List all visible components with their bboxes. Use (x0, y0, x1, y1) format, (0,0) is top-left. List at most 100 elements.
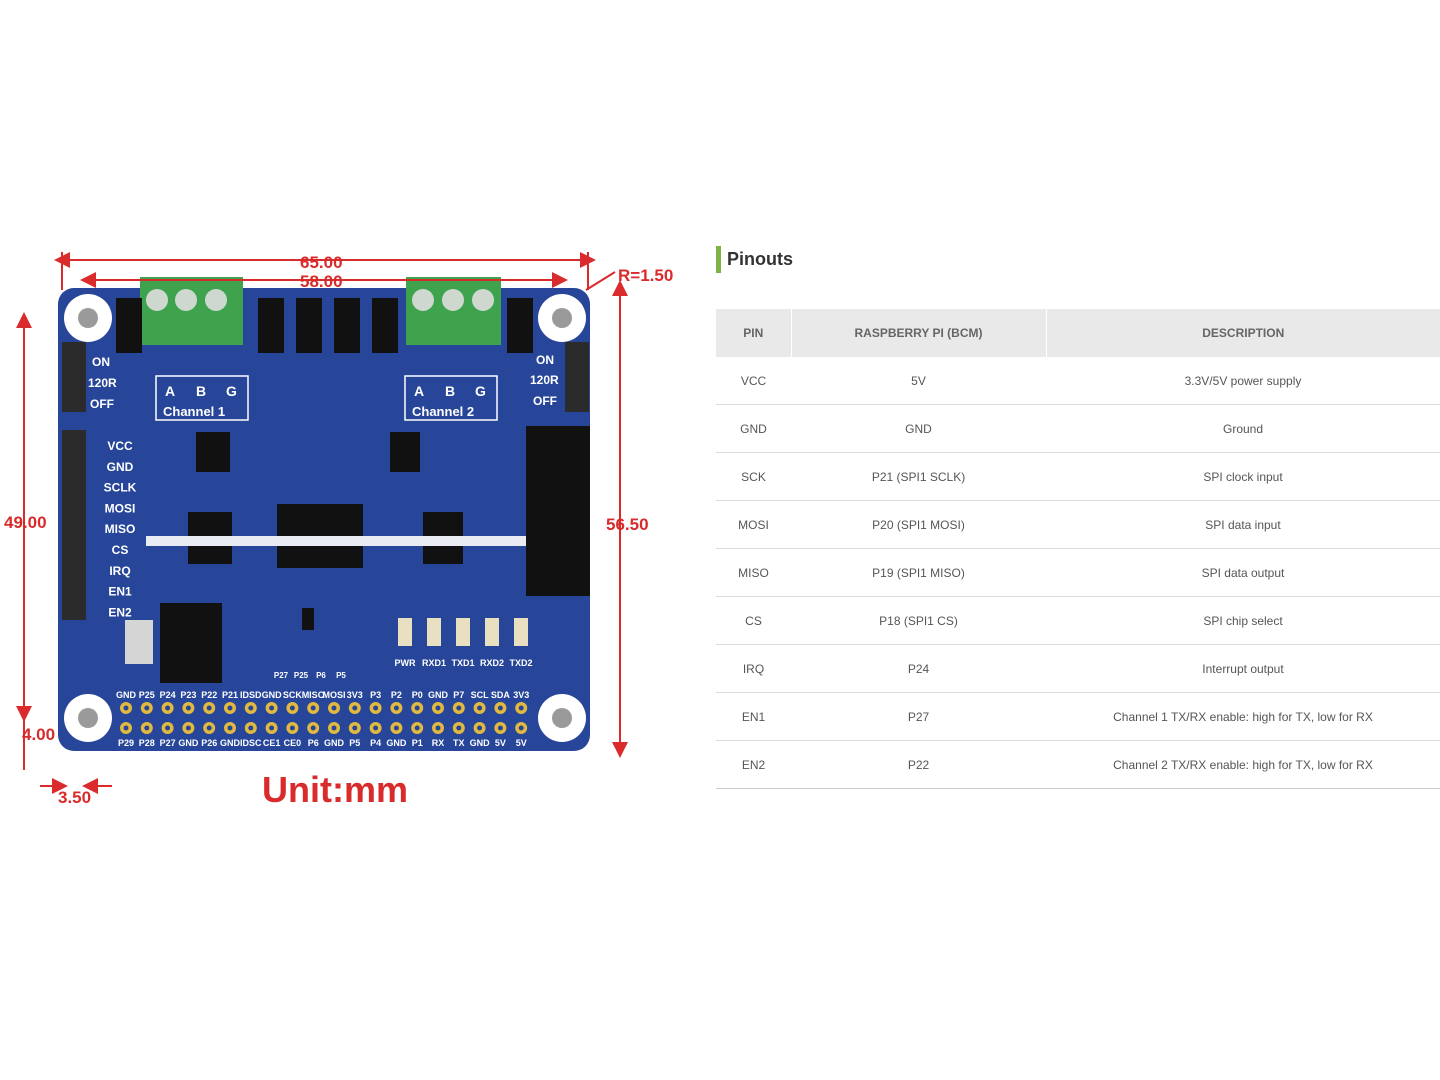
channel-1-term-g: G (226, 383, 237, 399)
gpio-top-label: SCL (471, 690, 490, 700)
cell-bcm: P21 (SPI1 SCLK) (791, 452, 1046, 501)
gpio-pin-hole (518, 705, 524, 711)
channel-1-term-a: A (165, 383, 175, 399)
cell-description: 3.3V/5V power supply (1046, 357, 1440, 405)
gpio-pin-hole (206, 725, 212, 731)
gpio-pin-hole (165, 725, 171, 731)
header-pin: PIN (716, 309, 791, 357)
channel-2-term-a: A (414, 383, 424, 399)
gpio-top-label: MOSI (322, 690, 345, 700)
cell-description: SPI chip select (1046, 596, 1440, 645)
dim-total-height: 56.50 (606, 515, 649, 534)
channel-2-term-b: B (445, 383, 455, 399)
gpio-pin-hole (497, 725, 503, 731)
cell-pin: CS (716, 596, 791, 645)
channel-2-term-g: G (475, 383, 486, 399)
cell-description: Channel 1 TX/RX enable: high for TX, low… (1046, 692, 1440, 741)
gpio-header: GNDP29P25P28P24P27P23GNDP22P26P21GNDIDSD… (116, 690, 529, 748)
gpio-pin-hole (456, 725, 462, 731)
led-label: RXD1 (422, 658, 446, 668)
cell-pin: VCC (716, 357, 791, 405)
gpio-top-label: SDA (491, 690, 511, 700)
cell-bcm: P27 (791, 692, 1046, 741)
dim-total-width: 65.00 (300, 253, 343, 272)
right-switch-label-2: OFF (533, 394, 557, 408)
gpio-bottom-label: 5V (516, 738, 527, 748)
gpio-pin-hole (289, 705, 295, 711)
cell-description: SPI data input (1046, 500, 1440, 549)
test-point-label: P5 (336, 671, 346, 680)
gpio-pin-hole (518, 725, 524, 731)
gpio-bottom-label: 5V (495, 738, 506, 748)
gpio-pin-hole (248, 705, 254, 711)
left-switch-label-0: ON (92, 355, 110, 369)
gpio-bottom-label: GND (386, 738, 407, 748)
cell-bcm: P20 (SPI1 MOSI) (791, 500, 1046, 549)
gpio-top-label: P25 (139, 690, 155, 700)
dim-corner-radius: R=1.50 (618, 266, 673, 285)
side-pin-label: GND (107, 460, 134, 474)
gpio-pin-hole (310, 705, 316, 711)
gpio-pin-hole (185, 725, 191, 731)
led-label: TXD1 (451, 658, 474, 668)
pinouts-title: Pinouts (727, 249, 793, 269)
gpio-top-label: P3 (370, 690, 381, 700)
cell-pin: SCK (716, 452, 791, 501)
dim-offset-bottom: 4.00 (22, 725, 55, 744)
gpio-bottom-label: GND (178, 738, 199, 748)
gpio-bottom-label: P5 (349, 738, 360, 748)
gpio-pin-hole (123, 725, 129, 731)
right-switch-label-1: 120R (530, 373, 559, 387)
gpio-top-label: P22 (201, 690, 217, 700)
led-label: PWR (395, 658, 416, 668)
cell-description: Channel 2 TX/RX enable: high for TX, low… (1046, 740, 1440, 789)
gpio-bottom-label: P29 (118, 738, 134, 748)
header-description: DESCRIPTION (1045, 309, 1440, 357)
left-switch-label-2: OFF (90, 397, 114, 411)
screw-terminal-channel-2 (406, 277, 501, 345)
side-pin-label: IRQ (109, 564, 130, 578)
test-point-label: P25 (294, 671, 309, 680)
gpio-pin-hole (269, 705, 275, 711)
cell-bcm: P24 (791, 644, 1046, 693)
gpio-pin-hole (123, 705, 129, 711)
pinouts-section: Pinouts PIN RASPBERRY PI (BCM) DESCRIPTI… (716, 246, 1440, 789)
left-switch-label-1: 120R (88, 376, 117, 390)
gpio-pin-hole (456, 705, 462, 711)
gpio-bottom-label: P1 (412, 738, 423, 748)
gpio-pin-hole (331, 705, 337, 711)
gpio-bottom-label: P6 (308, 738, 319, 748)
dim-offset-left: 3.50 (58, 788, 91, 807)
cell-bcm: GND (791, 404, 1046, 453)
led-label: TXD2 (509, 658, 532, 668)
gpio-pin-hole (206, 705, 212, 711)
gpio-top-label: GND (116, 690, 137, 700)
gpio-bottom-label: P26 (201, 738, 217, 748)
cell-description: Ground (1046, 404, 1440, 453)
gpio-pin-hole (289, 725, 295, 731)
gpio-pin-hole (310, 725, 316, 731)
cell-pin: GND (716, 404, 791, 453)
gpio-bottom-label: P27 (160, 738, 176, 748)
dim-inner-height: 49.00 (4, 513, 47, 532)
pinouts-heading: Pinouts (716, 246, 1440, 273)
channel-1-term-b: B (196, 383, 206, 399)
side-pin-label: VCC (107, 439, 133, 453)
gpio-top-label: P7 (453, 690, 464, 700)
gpio-pin-hole (477, 705, 483, 711)
gpio-pin-hole (269, 725, 275, 731)
gpio-top-label: P0 (412, 690, 423, 700)
gpio-bottom-label: GND (324, 738, 345, 748)
cell-pin: EN1 (716, 692, 791, 741)
gpio-pin-hole (144, 705, 150, 711)
gpio-top-label: GND (428, 690, 449, 700)
cell-description: Interrupt output (1046, 644, 1440, 693)
cell-pin: IRQ (716, 644, 791, 693)
led-label: RXD2 (480, 658, 504, 668)
gpio-pin-hole (165, 705, 171, 711)
gpio-pin-hole (414, 725, 420, 731)
side-pin-label: SCLK (104, 481, 137, 495)
